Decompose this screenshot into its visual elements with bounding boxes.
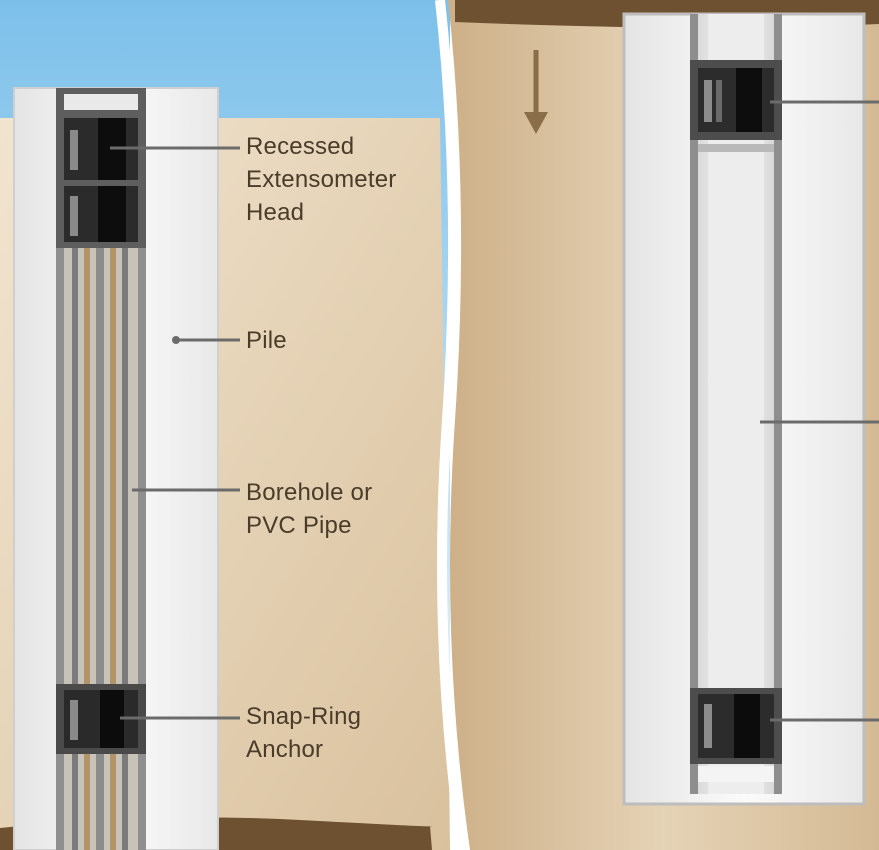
label-recessed-extensometer-head: Recessed Extensometer Head [246,133,397,226]
extensometer-head [56,88,146,248]
break-line [435,0,467,850]
right-extensometer-head [690,60,782,152]
pile-leader-dot [172,336,180,344]
label-borehole-or-pvc-pipe: Borehole or PVC Pipe [246,479,373,539]
label-snap-ring-anchor: Snap-Ring Anchor [246,703,362,763]
leader-lines [110,146,240,720]
left-panel [0,0,450,850]
right-snap-ring-anchor [690,688,782,782]
right-panel [435,0,879,850]
right-leader-lines [760,100,879,722]
arrow-down-icon [524,50,548,134]
label-pile: Pile [246,327,287,354]
